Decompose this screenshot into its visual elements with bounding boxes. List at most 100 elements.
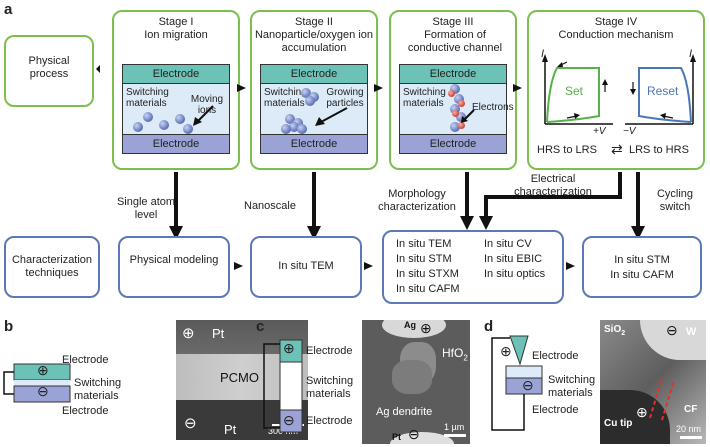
panel-b-schematic (3, 363, 71, 403)
panel-c-electrode-top: Electrode (306, 345, 353, 357)
pt-label: Pt (392, 432, 401, 442)
cf-label: CF (684, 404, 698, 415)
label-morphology: Morphology characterization (378, 188, 456, 213)
filament-ball (450, 84, 460, 94)
ion-ball (159, 120, 169, 130)
panel-b-materials: Switching materials (74, 377, 122, 402)
method-item: In situ CV (484, 238, 532, 250)
method-item: In situ optics (484, 268, 546, 280)
stage-1-title: Stage I (158, 16, 194, 28)
plus-icon: ⊕ (283, 340, 295, 356)
stage-3-note: Electrons (472, 102, 514, 113)
stage-1-switching-layer: Switching materials Moving ions (122, 84, 230, 134)
stm-item: In situ STM (614, 254, 670, 266)
label-cycling: Cycling switch (656, 188, 694, 213)
ion-ball (183, 124, 193, 134)
method-item: In situ STM (396, 253, 452, 265)
plus-icon: ⊕ (37, 362, 49, 378)
stage-2-box: Stage II Nanoparticle/oxygen ion accumul… (250, 10, 378, 170)
stage-2-switching-layer: Switching materials Growing particles (260, 84, 368, 134)
reset-label: Reset (647, 84, 679, 98)
arrow-head (96, 65, 100, 73)
stage-2-note: Growing particles (326, 87, 364, 109)
set-iv-plot (542, 54, 613, 125)
panel-c-scale: 1 µm (444, 422, 465, 432)
in-situ-tem-label: In situ TEM (278, 260, 334, 272)
label-electrical: Electrical characterization (514, 173, 592, 198)
filament-ball (450, 104, 460, 114)
panel-c-electrode-bottom: Electrode (306, 415, 353, 427)
method-item: In situ TEM (396, 238, 452, 250)
in-situ-tem-box: In situ TEM (250, 236, 362, 298)
reset-axis-i: I (689, 48, 693, 60)
physical-modeling-box: Physical modeling (118, 236, 230, 298)
stage-1-electrode-top: Electrode (122, 64, 230, 84)
stage-2-electrode-bottom: Electrode (260, 134, 368, 154)
label-nanoscale: Nanoscale (244, 200, 296, 212)
switch-arrows-icon: ⇄ (611, 141, 623, 157)
axis-v-pos: +V (593, 126, 606, 137)
ag-dendrite-label: Ag dendrite (376, 406, 433, 418)
panel-b-electrode-bottom: Electrode (62, 405, 109, 417)
ion-ball (143, 112, 153, 122)
panel-b-electrode-top: Electrode (62, 354, 109, 366)
panel-d-tem-image: SiO2 ⊖ W CF ⊕ Cu tip 20 nm (600, 320, 706, 444)
particle-ball (289, 122, 299, 132)
particle-ball (305, 96, 315, 106)
electron-dot (452, 110, 459, 117)
cu-tip-label: Cu tip (604, 418, 633, 429)
stage-3-materials-label: Switching materials (403, 87, 446, 109)
filament-ball (454, 94, 464, 104)
particle-ball (281, 124, 291, 134)
particle-ball (301, 88, 311, 98)
stage-2-materials-label: Switching materials (264, 87, 307, 109)
arrow-icon (461, 109, 475, 123)
panel-d-electrode-top: Electrode (532, 350, 579, 362)
plus-icon: ⊕ (636, 404, 648, 420)
stage-4-box: Stage IV Conduction mechanism I Set +V I… (527, 10, 705, 170)
panel-label-b: b (4, 318, 14, 335)
physical-process-box: Physical process (4, 35, 94, 107)
set-axis-i: I (541, 48, 545, 60)
stage-1-subtitle: Ion migration (144, 29, 208, 41)
sio2-label: SiO2 (604, 324, 626, 337)
ion-ball (175, 114, 185, 124)
stage-1-box: Stage I Ion migration Electrode Switchin… (112, 10, 240, 170)
minus-icon: ⊖ (184, 415, 197, 432)
scale-bar (680, 436, 702, 439)
cafm-item: In situ CAFM (610, 269, 674, 281)
panel-d-scale: 20 nm (676, 424, 702, 434)
stage-2-title: Stage II (295, 16, 333, 28)
method-item: In situ CAFM (396, 283, 460, 295)
set-label: Set (565, 84, 584, 98)
ag-label: Ag (404, 320, 416, 330)
pt-top-label: Pt (212, 326, 225, 341)
minus-icon: ⊖ (522, 377, 534, 393)
panel-c-materials: Switching materials (306, 375, 354, 400)
arrow-icon (193, 105, 214, 126)
pt-bottom-label: Pt (224, 422, 237, 437)
panel-c-sem-image: Ag ⊕ HfO2 Ag dendrite Pt ⊖ 1 µm (362, 320, 470, 444)
stage-2-subtitle: Nanoparticle/oxygen ion accumulation (254, 29, 374, 54)
stage-3-subtitle: Formation of conductive channel (407, 29, 503, 54)
filament-ball (456, 112, 466, 122)
stage-4-subtitle: Conduction mechanism (558, 29, 674, 41)
minus-icon: ⊖ (283, 412, 295, 428)
stage-3-title: Stage III (432, 16, 474, 28)
arrow-icon (315, 107, 348, 126)
hfo2-label: HfO2 (442, 346, 468, 363)
minus-icon: ⊖ (408, 426, 420, 442)
plus-icon: ⊕ (500, 343, 512, 359)
particle-ball (297, 124, 307, 134)
stage-4-title: Stage IV (594, 16, 638, 28)
particle-ball (285, 114, 295, 124)
stage-3-switching-layer: Switching materials Electrons (399, 84, 514, 134)
stage-3-electrode-bottom: Electrode (399, 134, 507, 154)
panel-label-c: c (256, 318, 265, 335)
characterization-techniques-box: Characterization techniques (4, 236, 100, 298)
stm-cafm-box: In situ STM In situ CAFM (582, 236, 702, 298)
stage-1-electrode-bottom: Electrode (122, 134, 230, 154)
pcmo-label: PCMO (220, 370, 259, 385)
method-item: In situ EBIC (484, 253, 543, 265)
